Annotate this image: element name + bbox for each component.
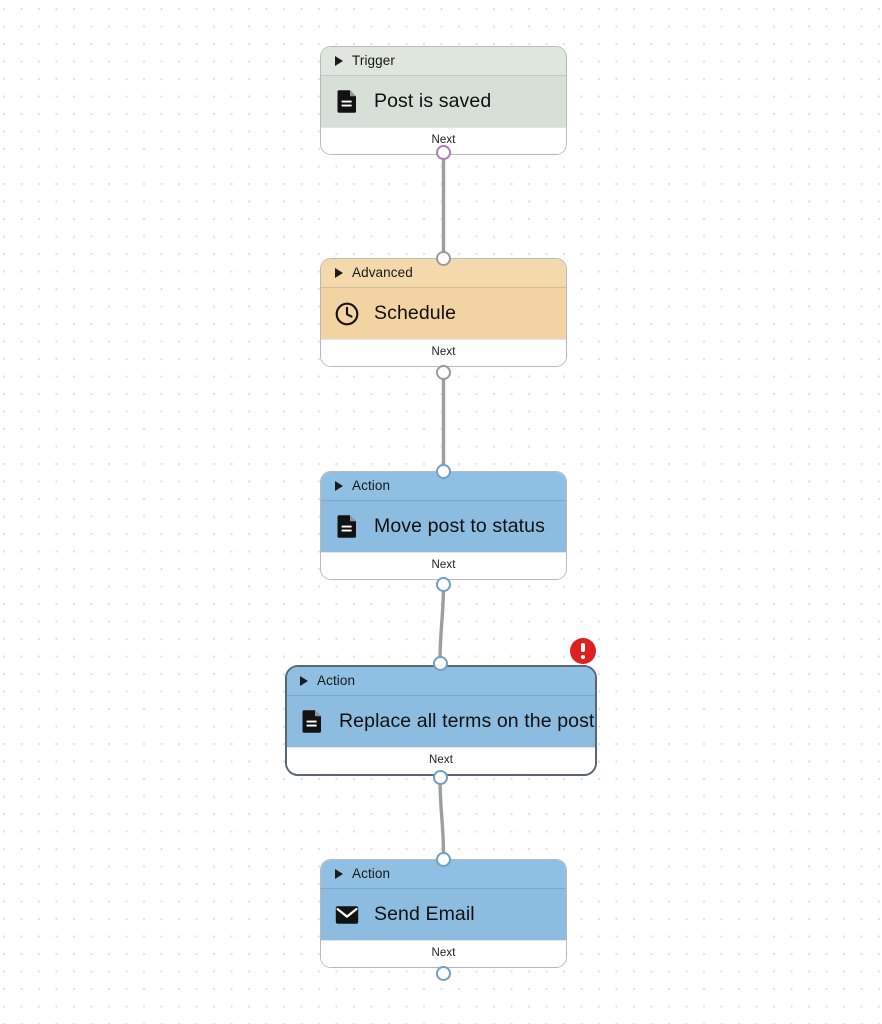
input-port-action-move-post[interactable] xyxy=(436,464,451,479)
node-kind-label: Advanced xyxy=(352,265,413,281)
chevron-right-icon[interactable] xyxy=(335,869,343,879)
error-badge[interactable] xyxy=(570,638,596,664)
output-port-action-replace-terms[interactable] xyxy=(433,770,448,785)
chevron-right-icon[interactable] xyxy=(300,676,308,686)
node-body-advanced[interactable]: Schedule xyxy=(321,288,566,339)
node-body-action[interactable]: Move post to status xyxy=(321,501,566,552)
workflow-node-advanced[interactable]: Advanced Schedule Next xyxy=(320,258,567,367)
node-title: Schedule xyxy=(374,301,457,324)
input-port-advanced[interactable] xyxy=(436,251,451,266)
node-kind-label: Action xyxy=(317,673,356,689)
exclamation-icon xyxy=(581,643,585,659)
node-footer-next[interactable]: Next xyxy=(321,552,566,579)
node-header-trigger[interactable]: Trigger xyxy=(321,47,566,76)
node-kind-label: Action xyxy=(352,866,391,882)
node-footer-label: Next xyxy=(431,346,456,359)
node-title: Move post to status xyxy=(374,514,545,537)
workflow-node-trigger[interactable]: Trigger Post is saved Next xyxy=(320,46,567,155)
node-footer-label: Next xyxy=(431,947,456,960)
edge-action-replace-to-action-send-email xyxy=(438,776,446,857)
node-kind-label: Trigger xyxy=(352,53,395,69)
output-port-trigger[interactable] xyxy=(436,145,451,160)
workflow-node-action-move-post[interactable]: Action Move post to status Next xyxy=(320,471,567,580)
input-port-action-replace-terms[interactable] xyxy=(433,656,448,671)
node-body-action[interactable]: Replace all terms on the post xyxy=(287,696,595,747)
node-body-action[interactable]: Send Email xyxy=(321,889,566,940)
node-footer-next[interactable]: Next xyxy=(321,940,566,967)
edge-action-move-to-action-replace xyxy=(438,583,446,663)
workflow-node-action-send-email[interactable]: Action Send Email Next xyxy=(320,859,567,968)
node-footer-label: Next xyxy=(431,559,456,572)
output-port-action-send-email[interactable] xyxy=(436,966,451,981)
node-footer-label: Next xyxy=(431,134,456,147)
workflow-node-action-replace-terms[interactable]: Action Replace all terms on the post Nex… xyxy=(285,665,597,776)
document-icon xyxy=(335,514,359,540)
document-icon xyxy=(300,709,324,735)
chevron-right-icon[interactable] xyxy=(335,481,343,491)
node-title: Replace all terms on the post xyxy=(339,709,595,732)
node-body-trigger[interactable]: Post is saved xyxy=(321,76,566,127)
node-kind-label: Action xyxy=(352,478,391,494)
node-title: Post is saved xyxy=(374,89,492,112)
node-footer-next[interactable]: Next xyxy=(287,747,595,774)
chevron-right-icon[interactable] xyxy=(335,268,343,278)
node-footer-label: Next xyxy=(428,754,454,767)
input-port-action-send-email[interactable] xyxy=(436,852,451,867)
envelope-icon xyxy=(335,902,359,928)
output-port-action-move-post[interactable] xyxy=(436,577,451,592)
node-header-action[interactable]: Action xyxy=(287,667,595,696)
node-title: Send Email xyxy=(374,902,475,925)
clock-icon xyxy=(335,301,359,327)
output-port-advanced[interactable] xyxy=(436,365,451,380)
node-footer-next[interactable]: Next xyxy=(321,339,566,366)
chevron-right-icon[interactable] xyxy=(335,56,343,66)
document-icon xyxy=(335,89,359,115)
